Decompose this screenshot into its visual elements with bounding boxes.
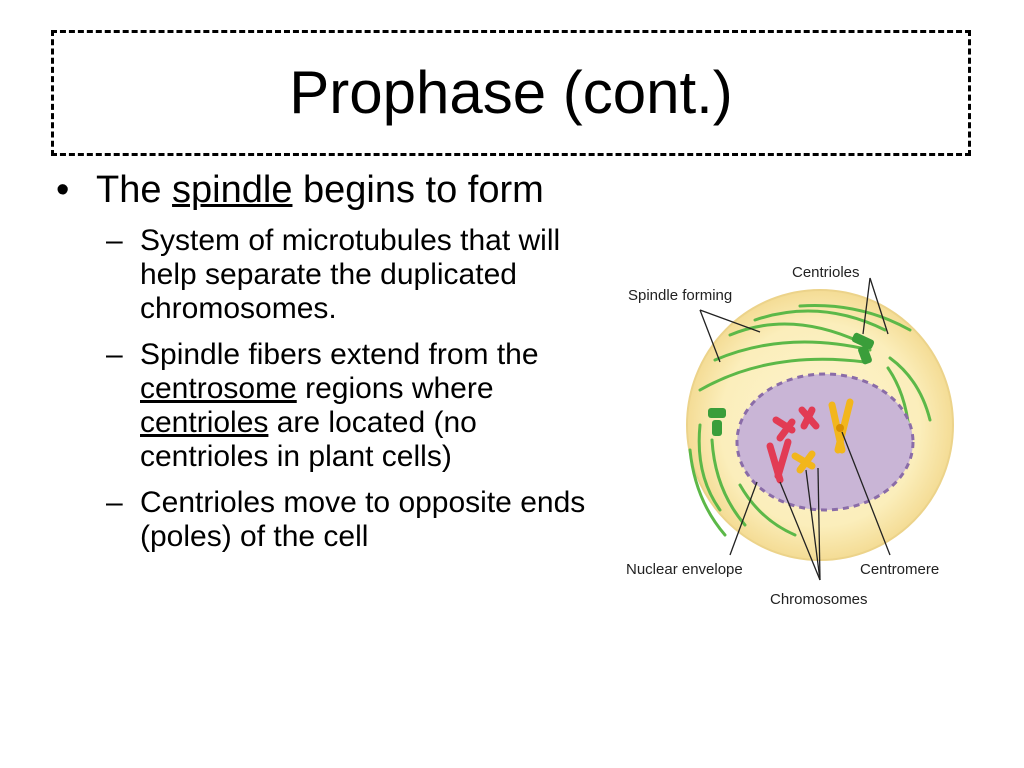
label-chromosomes: Chromosomes xyxy=(770,591,868,608)
title-box: Prophase (cont.) xyxy=(51,30,971,156)
dash-icon: – xyxy=(106,486,123,519)
sub-2-part-3: are located (no centrioles in plant cell… xyxy=(140,406,477,473)
term-spindle: spindle xyxy=(172,169,293,211)
centriole-left xyxy=(708,408,726,436)
bullet-dot-icon: • xyxy=(56,169,70,211)
sub-bullet-3-text: Centrioles move to opposite ends (poles)… xyxy=(140,486,586,553)
chromosomes-red xyxy=(766,406,820,484)
sub-bullet-2-text: Spindle fibers extend from the centrosom… xyxy=(140,338,586,474)
main-bullet: • The spindle begins to form xyxy=(56,168,586,212)
term-centrioles: centrioles xyxy=(140,406,269,439)
leader-lines xyxy=(699,277,891,581)
centriole-top xyxy=(851,332,875,365)
sub-2-part-1: Spindle fibers extend from the xyxy=(140,338,539,371)
prophase-cell-diagram: Centrioles Spindle forming Nuclear envel… xyxy=(626,264,954,608)
sub-bullet-2: – Spindle fibers extend from the centros… xyxy=(106,338,586,474)
dash-icon: – xyxy=(106,224,123,257)
centromere-dot xyxy=(836,424,844,432)
label-centromere: Centromere xyxy=(860,561,939,578)
bullet-text-pre: The xyxy=(96,169,173,211)
sub-bullet-1-text: System of microtubules that will help se… xyxy=(140,224,561,325)
bullet-text-post: begins to form xyxy=(292,169,544,211)
bullet-list: • The spindle begins to form – System of… xyxy=(56,168,586,554)
sub-bullet-3: – Centrioles move to opposite ends (pole… xyxy=(106,486,586,554)
term-centrosome: centrosome xyxy=(140,372,297,405)
sub-bullet-1: – System of microtubules that will help … xyxy=(106,224,586,326)
label-centrioles: Centrioles xyxy=(792,264,860,281)
label-nuclear-envelope: Nuclear envelope xyxy=(626,561,743,578)
label-spindle-forming: Spindle forming xyxy=(628,287,732,304)
spindle-fibers xyxy=(688,304,932,537)
sub-2-part-2: regions where xyxy=(296,372,494,405)
dash-icon: – xyxy=(106,338,123,371)
nucleus xyxy=(735,372,915,512)
slide-title: Prophase (cont.) xyxy=(289,59,733,126)
main-bullet-text: The spindle begins to form xyxy=(96,168,544,212)
